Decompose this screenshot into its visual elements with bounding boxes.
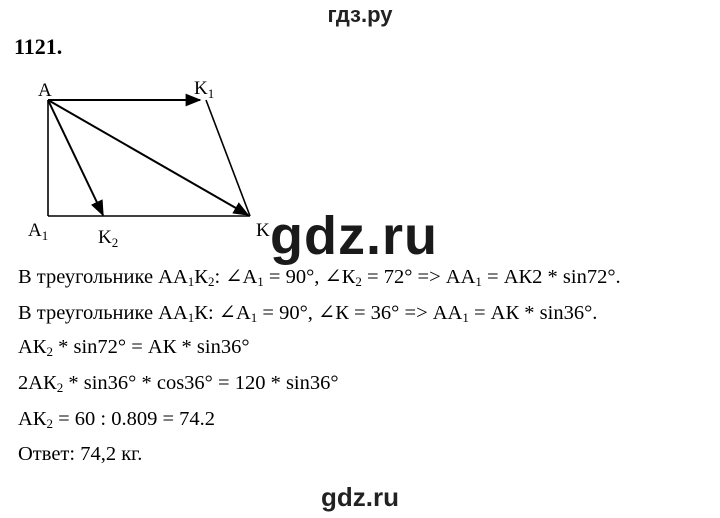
solution-line-5: АК2 = 60 : 0.809 = 74.2 [18,408,216,431]
answer-line: Ответ: 74,2 кг. [18,443,143,465]
edge-k1-k [205,99,251,217]
vector-ak2 [47,99,104,217]
solution-line-1: В треугольнике АА1К2: ∠А1 = 90°, ∠К2 = 7… [18,266,621,289]
problem-number: 1121. [14,34,63,59]
watermark-gdz: gdz.ru [270,206,438,266]
site-title-top: гдз.ру [327,2,393,27]
label-k1: K1 [194,78,214,101]
solution-line-2: В треугольнике АА1К: ∠А1 = 90°, ∠К = 36°… [18,302,598,325]
label-a1: A1 [28,220,48,243]
solution-line-4: 2АК2 * sin36° * cos36° = 120 * sin36° [18,372,339,395]
label-k: K [256,220,270,241]
vector-ak [47,99,250,216]
vector-diagram: A K1 A1 K2 K [28,78,270,250]
label-k2: K2 [98,227,118,250]
label-a: A [38,80,52,101]
solution-line-3: АК2 * sin72° = АК * sin36° [18,336,250,359]
site-title-bottom: gdz.ru [321,482,399,512]
